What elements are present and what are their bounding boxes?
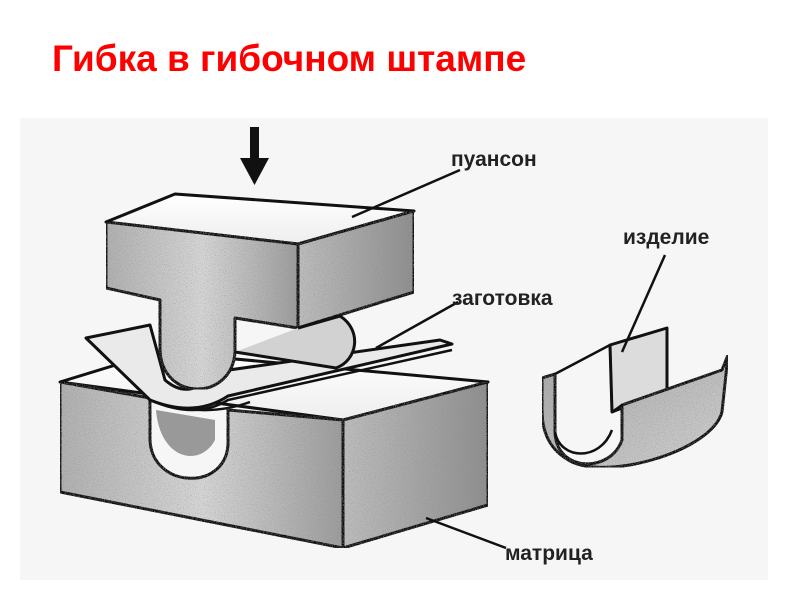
label-punch: пуансон bbox=[451, 148, 537, 171]
die-right-face bbox=[341, 380, 490, 550]
punch bbox=[104, 192, 416, 391]
die-front-face bbox=[58, 380, 345, 550]
down-arrow-icon bbox=[240, 127, 269, 185]
leader-blank bbox=[375, 300, 459, 350]
label-blank: заготовка bbox=[452, 287, 553, 310]
leader-die bbox=[425, 516, 507, 550]
label-product: изделие bbox=[623, 226, 709, 249]
slide-title: Гибка в гибочном штампе bbox=[52, 38, 527, 79]
punch-stem-side bbox=[234, 314, 357, 370]
product-inner-curve bbox=[553, 429, 614, 455]
product-inner-floor bbox=[554, 343, 623, 414]
die-groove-shadow bbox=[156, 410, 215, 456]
leader-product bbox=[620, 254, 667, 353]
blank-sheet bbox=[84, 323, 454, 412]
punch-right-face bbox=[296, 209, 416, 330]
leader-lines bbox=[351, 168, 667, 550]
blank-lower-edge bbox=[85, 337, 453, 412]
leader-punch bbox=[351, 168, 461, 219]
label-die: матрица bbox=[505, 542, 593, 565]
product-outer-shell bbox=[540, 353, 730, 469]
punch-front-face bbox=[104, 220, 300, 391]
